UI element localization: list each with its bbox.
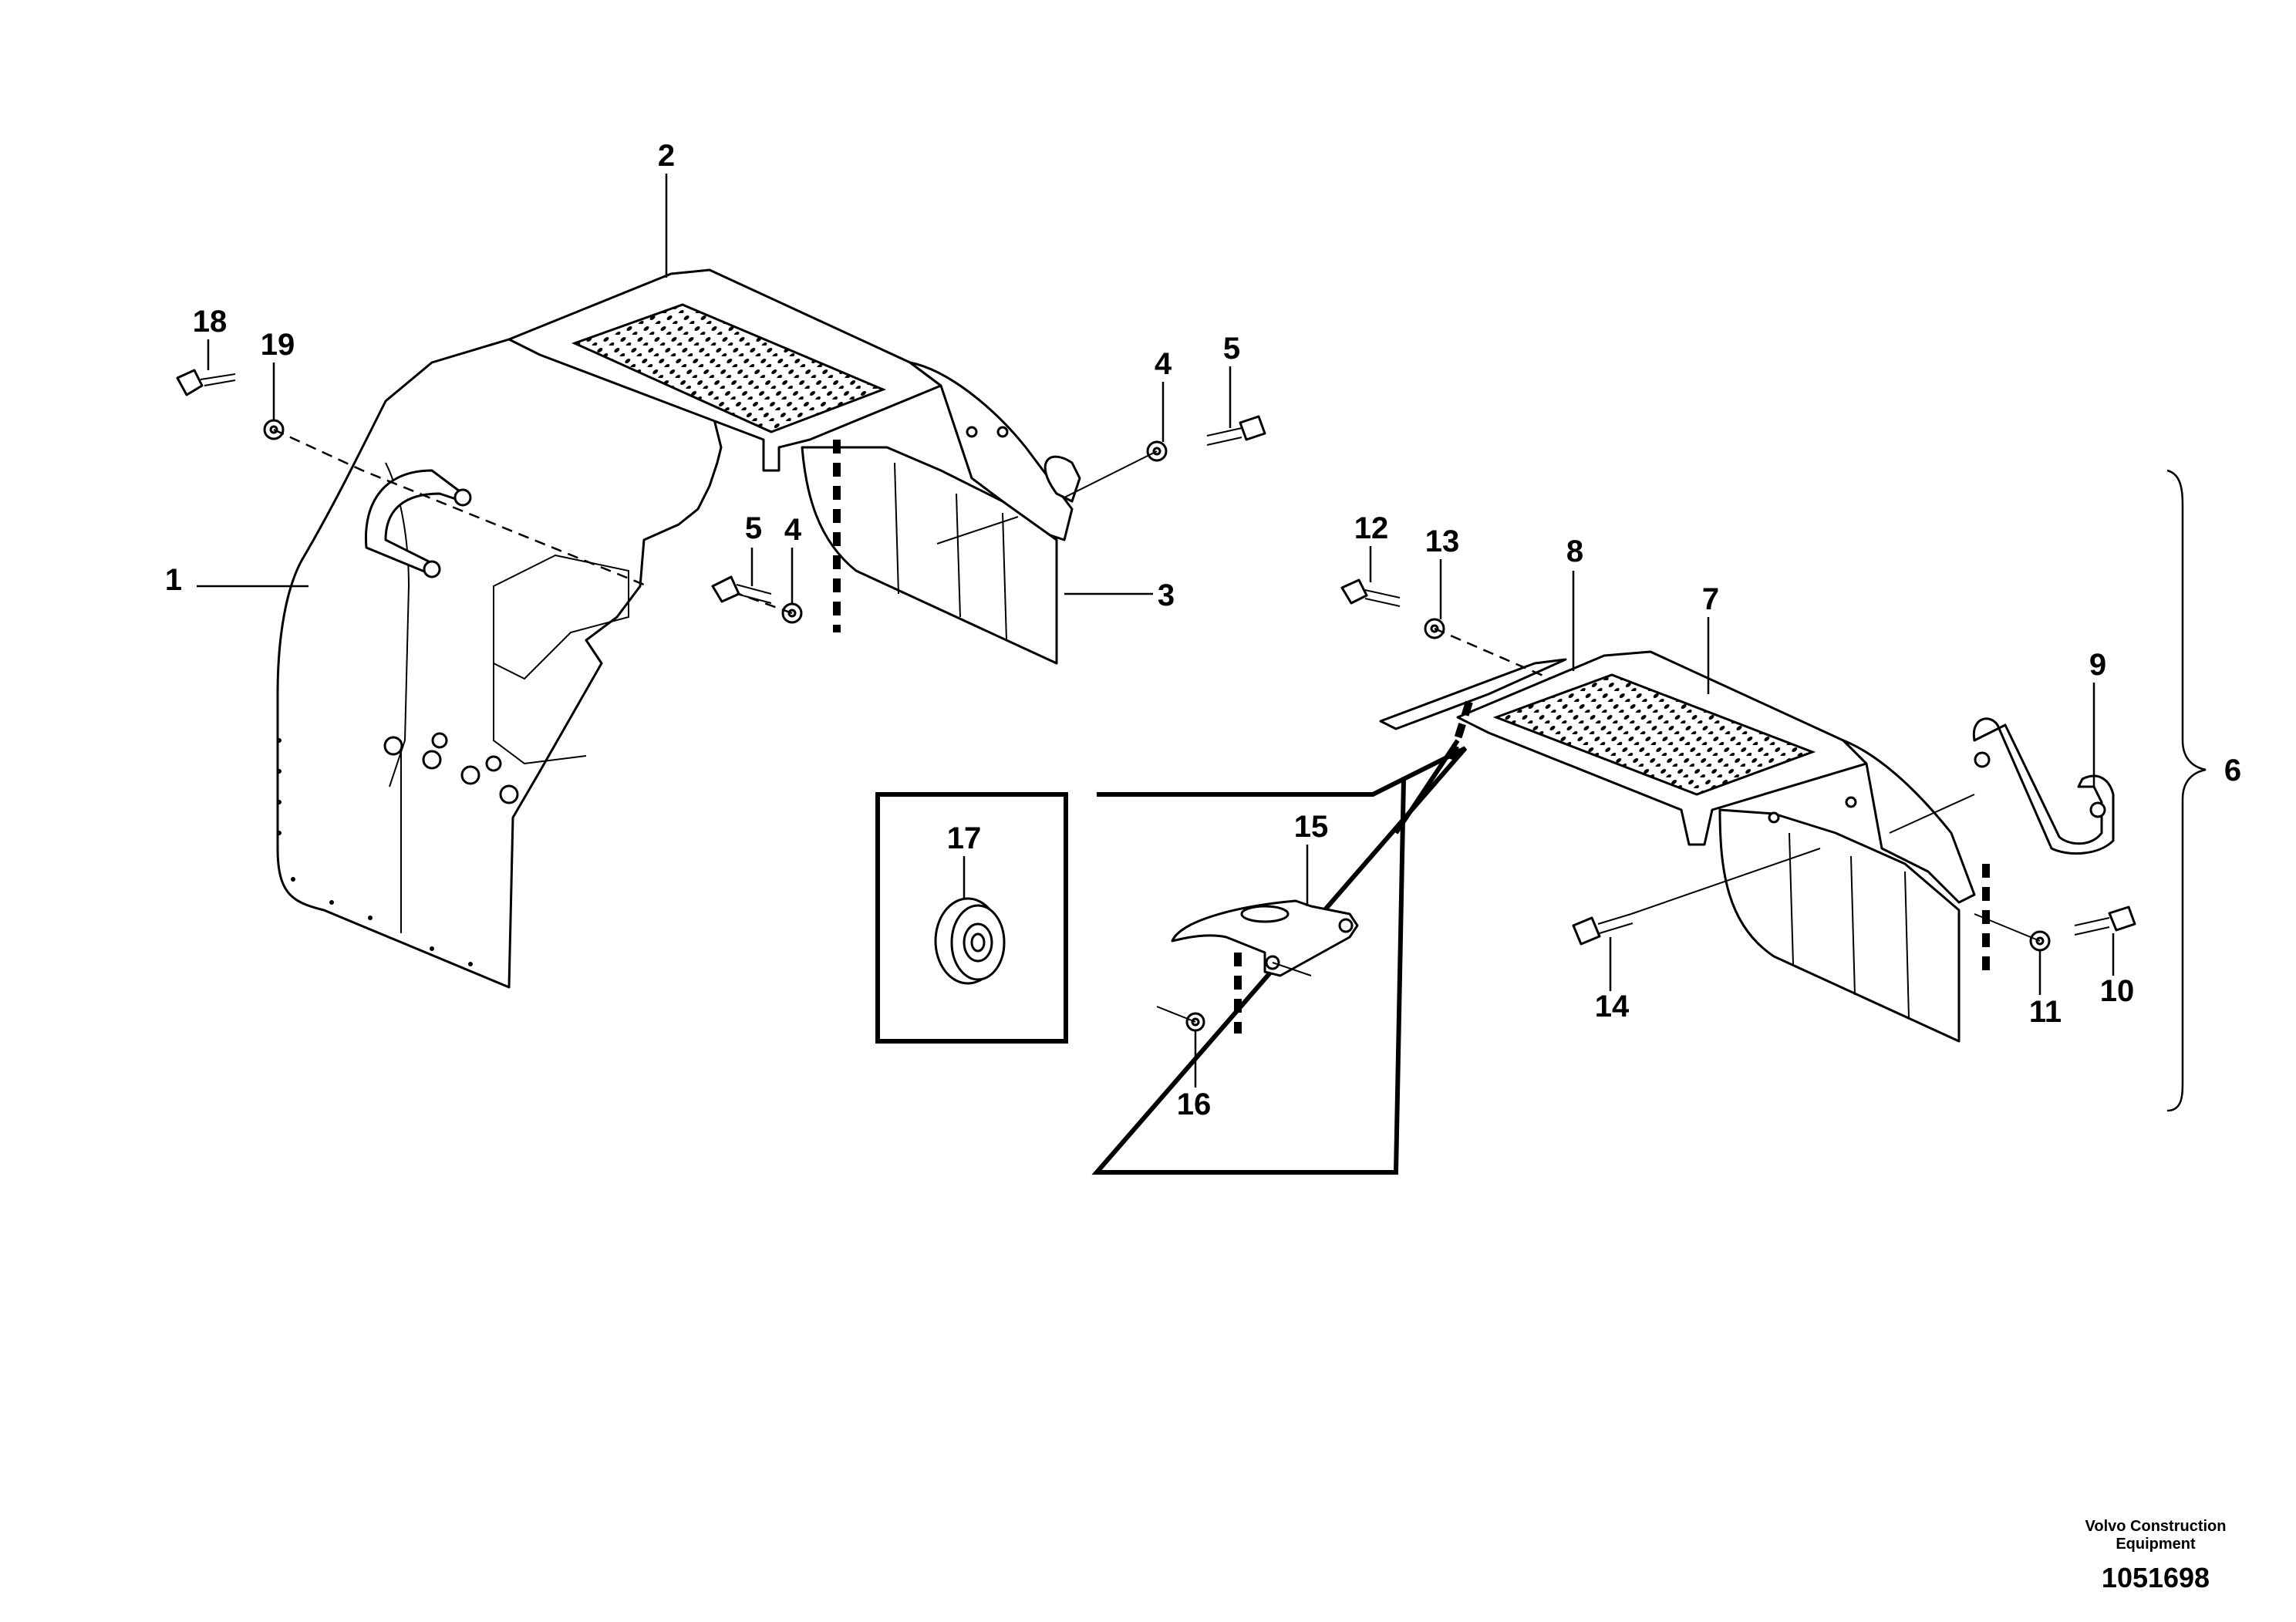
left-fender-assembly-icon <box>276 268 1081 989</box>
callout-7: 7 <box>1702 582 1719 616</box>
callout-4-lower: 4 <box>784 513 802 547</box>
callout-5-upper: 5 <box>1223 332 1240 366</box>
callout-labels: 1 2 3 4 5 5 4 6 7 8 9 10 11 12 13 14 15 … <box>165 139 2241 1121</box>
callout-8: 8 <box>1566 534 1583 568</box>
callout-13: 13 <box>1425 524 1460 558</box>
callout-18: 18 <box>193 305 228 339</box>
callout-3: 3 <box>1158 578 1175 612</box>
callout-10: 10 <box>2100 974 2135 1008</box>
callout-16: 16 <box>1177 1088 1212 1121</box>
group-brace <box>2166 469 2207 1112</box>
brand-block: Volvo Construction Equipment 1051698 <box>2085 1518 2227 1593</box>
callout-9: 9 <box>2089 648 2106 682</box>
detail-box-buffer <box>875 792 1068 1044</box>
callout-15: 15 <box>1294 810 1329 844</box>
brand-line2: Equipment <box>2116 1536 2196 1553</box>
callout-14: 14 <box>1595 990 1630 1023</box>
document-number: 1051698 <box>2102 1562 2210 1593</box>
right-fender-assembly-icon <box>1379 650 2115 1043</box>
callout-19: 19 <box>261 328 295 362</box>
right-hardware-icon <box>1340 578 2136 952</box>
callout-12: 12 <box>1354 511 1389 545</box>
callout-11: 11 <box>2029 995 2062 1029</box>
mud-flap-icon <box>1718 808 1961 1043</box>
fender-shell-icon <box>276 338 723 989</box>
callout-6: 6 <box>2224 754 2241 787</box>
brand-line1: Volvo Construction <box>2085 1518 2227 1535</box>
mud-flap-icon <box>801 446 1058 665</box>
callout-4-upper: 4 <box>1155 347 1172 381</box>
leader-lines <box>197 174 2115 1088</box>
grab-handle-icon <box>1972 717 2115 855</box>
rubber-buffer-icon <box>934 897 1006 985</box>
fender-bolts-icon <box>383 732 519 804</box>
callout-2: 2 <box>658 139 675 173</box>
callout-5-lower: 5 <box>745 511 762 545</box>
callout-1: 1 <box>165 563 182 597</box>
callout-17: 17 <box>947 821 982 855</box>
bracket-icon <box>1171 899 1359 977</box>
detail-box-bracket <box>1091 739 1468 1175</box>
